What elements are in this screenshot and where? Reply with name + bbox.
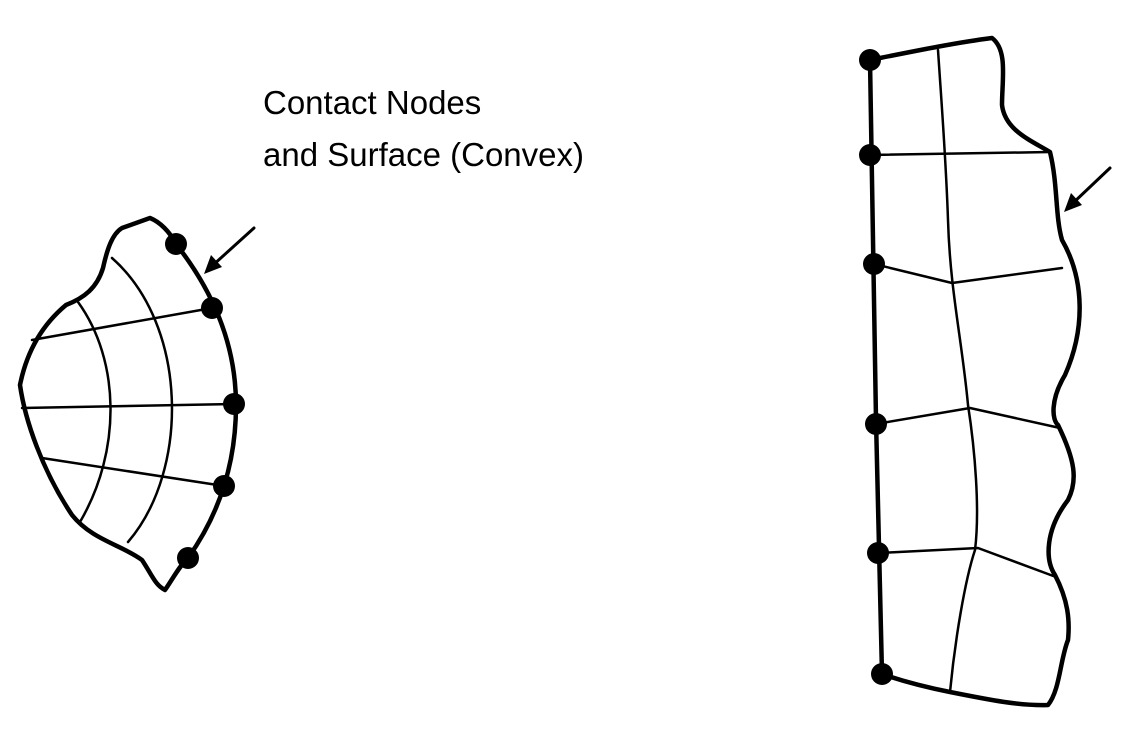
caption-line-2: and Surface (Convex) [263,136,584,173]
right-body-row-4 [876,546,1058,579]
right-body-vertical-line [936,48,979,694]
left-contact-nodes [165,233,245,569]
left-body-arc-middle [110,256,174,544]
left-convex-body [17,215,256,593]
right-body-row-2 [872,262,1064,285]
right-arrow-icon [1064,166,1112,212]
left-body-arc-inner [76,300,112,524]
left-node-2 [201,297,223,319]
right-node-5 [867,542,889,564]
left-node-3 [223,393,245,415]
right-node-3 [863,253,885,275]
right-node-1 [859,49,881,71]
left-node-4 [213,475,235,497]
right-node-4 [865,413,887,435]
right-contact-nodes [859,49,893,685]
left-body-radial-3 [40,456,226,488]
right-target-body [859,35,1112,708]
right-body-row-1 [868,150,1052,157]
caption-line-1: Contact Nodes [263,84,481,121]
left-body-outline [17,215,239,593]
right-body-outline [867,35,1082,708]
caption: Contact Nodes and Surface (Convex) [263,84,584,173]
right-node-2 [859,144,881,166]
left-body-radial-2 [20,402,236,410]
right-node-6 [871,663,893,685]
right-body-row-3 [874,406,1062,430]
left-arrow-icon [204,226,256,274]
left-node-1 [165,233,187,255]
left-body-radial-1 [30,306,214,342]
left-node-5 [177,547,199,569]
